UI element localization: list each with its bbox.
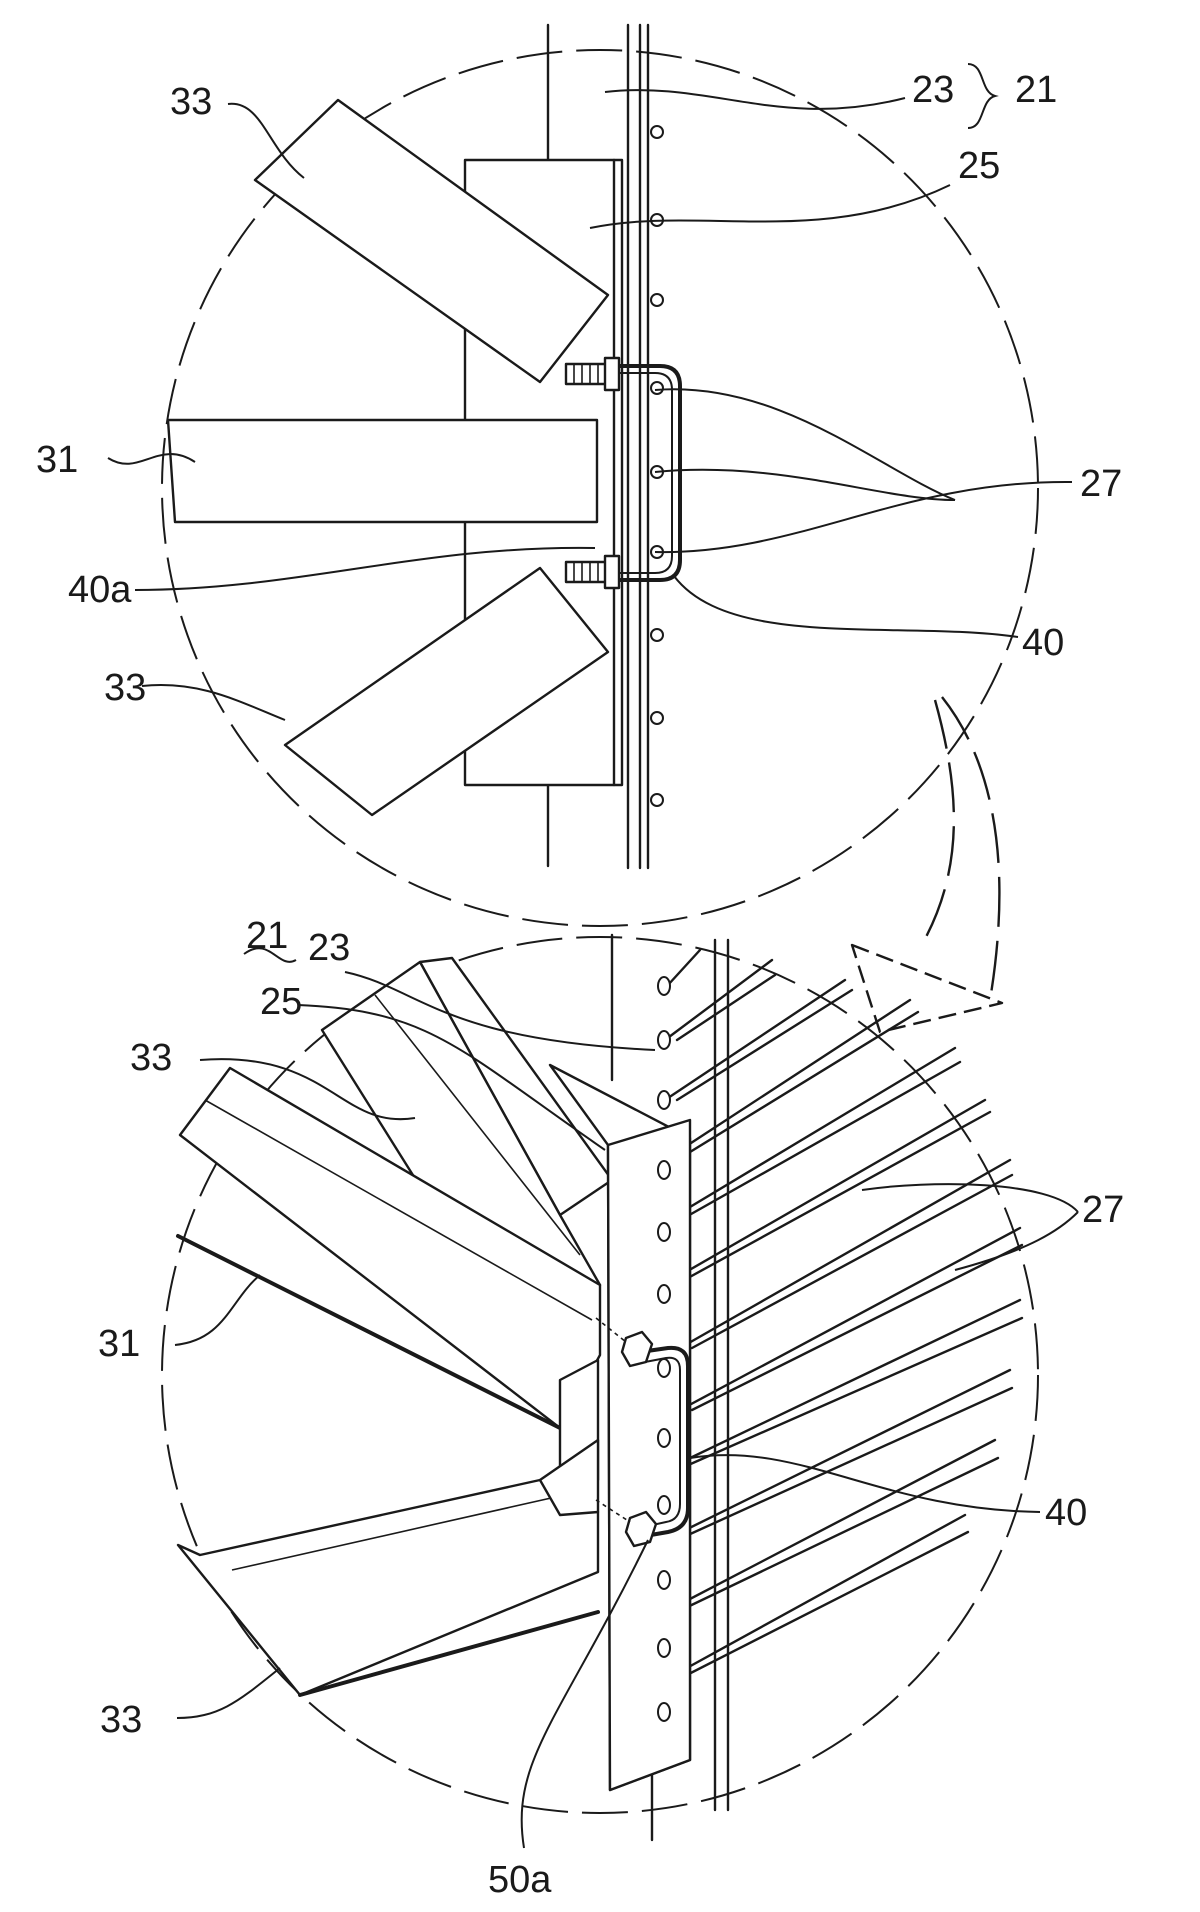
plate-rebar-ends — [657, 1160, 671, 1722]
arrow-head — [850, 943, 1004, 1034]
label-50a-bottom: 50a — [488, 1859, 552, 1901]
rebar-holes-top — [650, 125, 664, 807]
label-40-top: 40 — [1022, 622, 1064, 664]
label-27-bottom: 27 — [1082, 1189, 1124, 1231]
label-33-top-upper: 33 — [170, 81, 212, 123]
rebars-27-bottom — [663, 948, 1024, 1682]
beam-31-top — [166, 418, 599, 524]
label-27-top: 27 — [1080, 463, 1122, 505]
bottom-detail-view: 21 23 25 33 27 31 40 33 50a — [98, 915, 1124, 1901]
label-25-top: 25 — [958, 145, 1000, 187]
label-40a-top: 40a — [68, 569, 132, 611]
label-23-top: 23 — [912, 69, 954, 111]
wall-23-top — [546, 23, 650, 870]
bolt-40a-top — [564, 356, 621, 590]
beam-31-bottom — [178, 1066, 602, 1430]
u-bolt-40-top — [612, 364, 682, 582]
label-40-bottom: 40 — [1045, 1492, 1087, 1534]
u-bolt-40-bottom — [638, 1345, 690, 1538]
bottom-detail-circle — [161, 936, 1039, 1814]
label-33-bottom-lower: 33 — [100, 1699, 142, 1741]
brace-33-upper-top — [253, 98, 610, 384]
leader-lines-top — [107, 63, 1073, 721]
label-21-bottom: 21 — [246, 915, 288, 957]
top-detail-view: 33 23 21 25 31 27 40a 40 33 — [36, 23, 1122, 927]
label-23-bottom: 23 — [308, 927, 350, 969]
label-33-bottom-upper: 33 — [130, 1037, 172, 1079]
leader-lines-bottom — [174, 947, 1079, 1849]
label-31-bottom: 31 — [98, 1323, 140, 1365]
label-33-top-lower: 33 — [104, 667, 146, 709]
top-detail-circle — [161, 49, 1039, 927]
label-21-top: 21 — [1015, 69, 1057, 111]
transition-arrow — [918, 696, 1001, 1001]
label-31-top: 31 — [36, 439, 78, 481]
nuts-50a-bottom — [595, 1317, 658, 1548]
label-25-bottom: 25 — [260, 981, 302, 1023]
brace-33-lower-top — [283, 566, 610, 817]
brace-33-lower-bottom — [176, 1478, 600, 1697]
